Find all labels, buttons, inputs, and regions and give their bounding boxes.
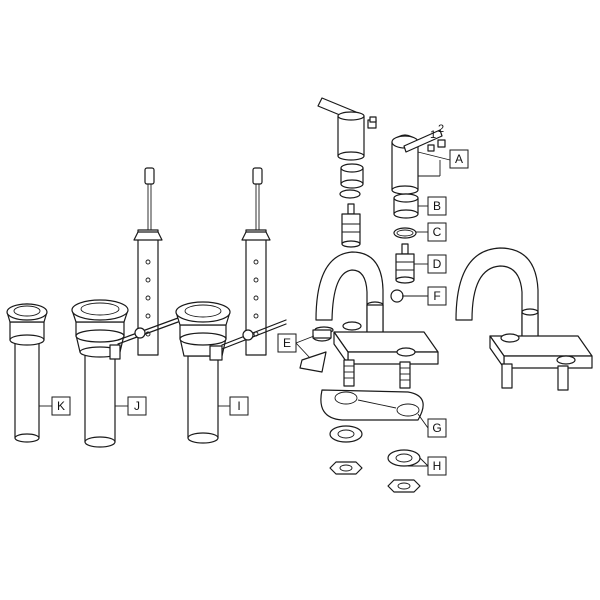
callout-i: I [229,396,249,416]
screw-number-2: 2 [438,123,444,135]
callout-c: C [427,222,447,242]
popup-rod-left [117,167,179,356]
svg-text:A: A [455,152,463,166]
svg-text:J: J [134,399,140,413]
svg-text:I: I [237,399,240,413]
callout-g: G [427,418,447,438]
callout-h: H [427,456,447,476]
svg-text:F: F [433,289,440,303]
faucet-assembled [455,247,593,391]
popup-rod-right [221,167,287,356]
callout-d: D [427,254,447,274]
svg-text:H: H [433,459,442,473]
svg-text:C: C [433,225,442,239]
callout-f: F [427,286,447,306]
svg-text:B: B [433,199,441,213]
drain-assembly-i [175,301,231,444]
left-handle-exploded [317,97,377,248]
callout-a: A [449,149,469,169]
right-handle-exploded: 1 2 [391,123,446,284]
callout-e: E [277,333,297,353]
callout-b: B [427,196,447,216]
washers-nuts-h [329,425,421,493]
drain-assembly-k [6,303,48,443]
screw-number-1: 1 [430,129,436,141]
callout-j: J [127,396,147,416]
drain-assembly-j [71,299,129,448]
gasket-g [320,389,424,421]
svg-text:E: E [283,336,291,350]
leader-lines [39,151,451,467]
svg-text:G: G [432,421,441,435]
svg-text:K: K [57,399,65,413]
callout-k: K [51,396,71,416]
faucet-body-exploded [299,251,439,389]
svg-text:D: D [433,257,442,271]
